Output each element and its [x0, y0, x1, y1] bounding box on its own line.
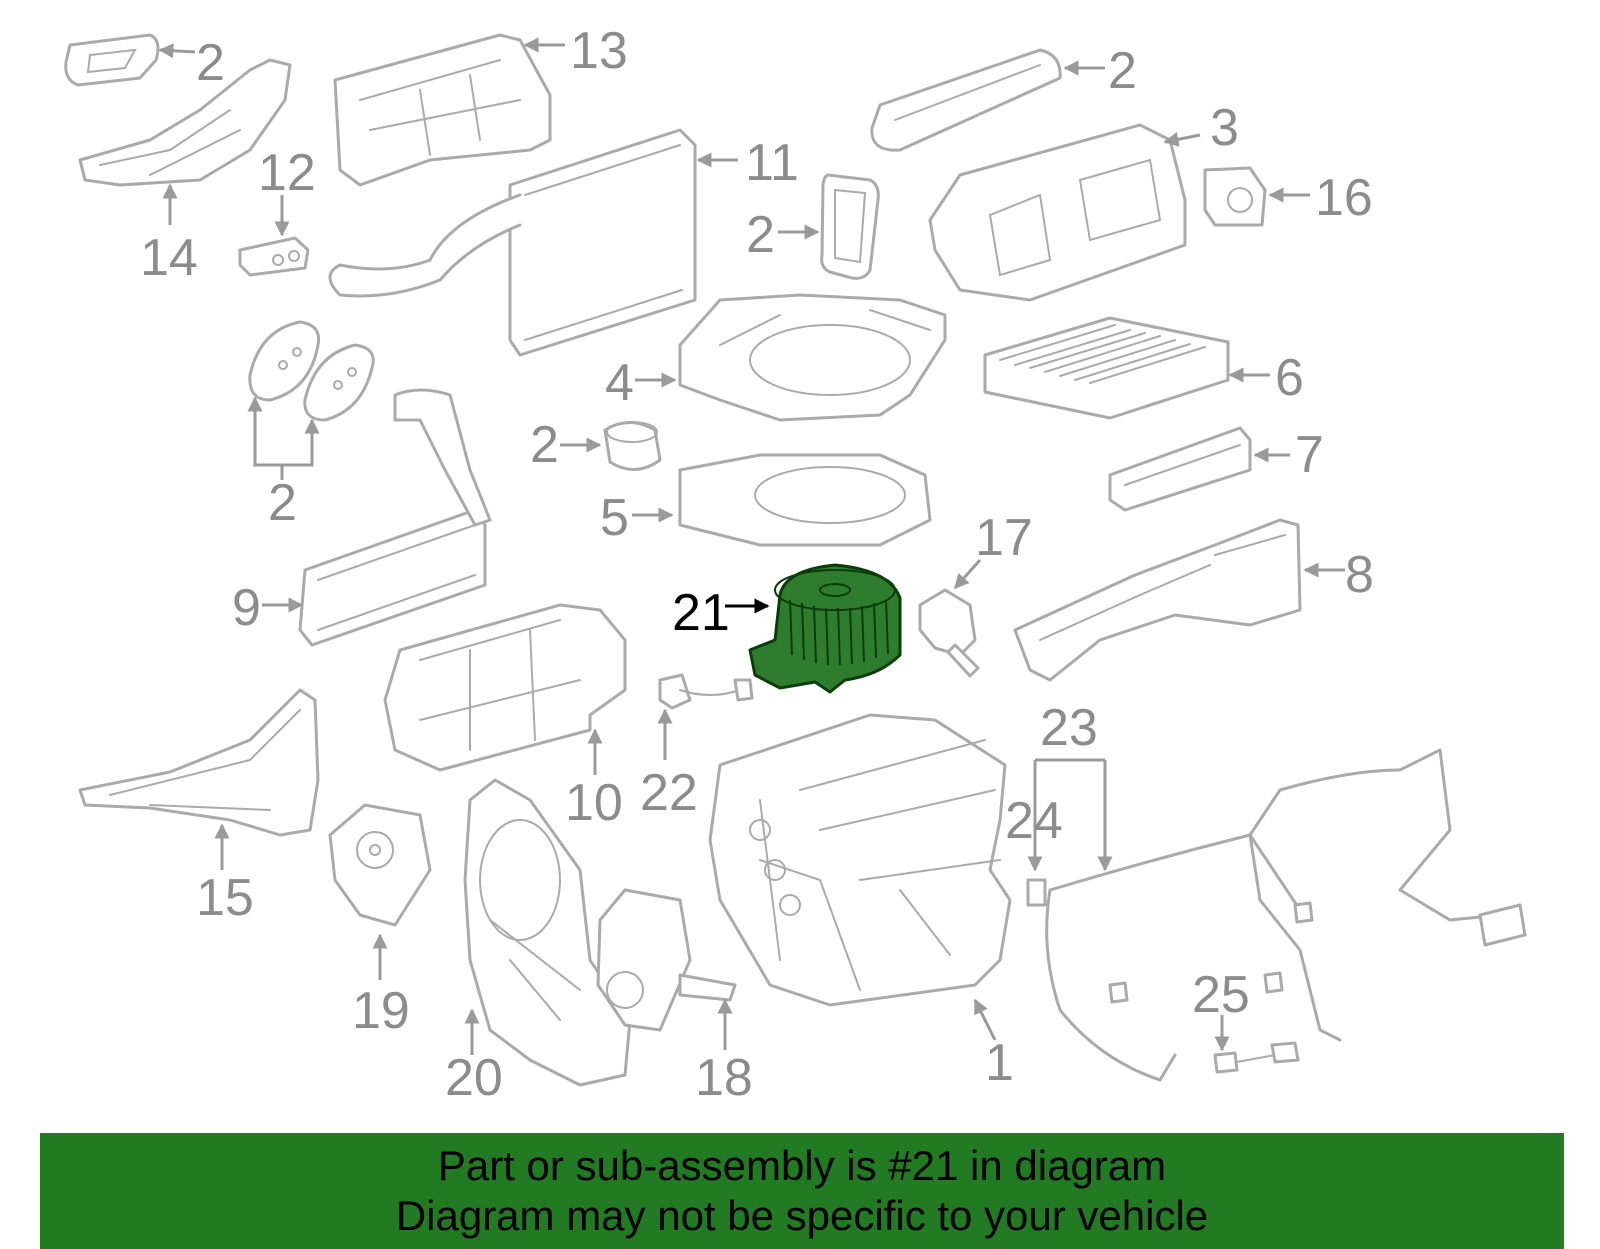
- part-cylinder-2: [603, 421, 662, 471]
- callout-5: 5: [600, 489, 629, 547]
- callout-8: 8: [1345, 546, 1374, 604]
- callout-24: 24: [1005, 792, 1063, 850]
- part-actuator-18: [596, 888, 737, 1032]
- part-module-20: [463, 778, 632, 1087]
- part-heater-core-9: [298, 388, 492, 647]
- part-duct-15: [78, 688, 320, 837]
- leader-17: [953, 559, 982, 590]
- callout-25: 25: [1192, 966, 1250, 1024]
- leader-3: [1163, 131, 1201, 147]
- callout-19: 19: [352, 982, 410, 1040]
- callout-6: 6: [1275, 349, 1304, 407]
- callout-23: 23: [1040, 699, 1098, 757]
- part-duct-14: [78, 58, 292, 187]
- part-actuator-19: [328, 803, 432, 927]
- banner-line-part: Part or sub-assembly is #21 in diagram: [437, 1142, 1167, 1189]
- leader-1: [973, 998, 997, 1041]
- callout-14: 14: [140, 229, 198, 287]
- part-blower-motor-21[interactable]: [748, 563, 902, 694]
- part-case-13: [333, 33, 552, 187]
- part-seal-top-right: [870, 48, 1062, 152]
- callout-12: 12: [258, 144, 316, 202]
- callout-18: 18: [695, 1049, 753, 1107]
- callout-9: 9: [232, 579, 261, 637]
- part-sensor-24: [1026, 878, 1047, 907]
- part-blower-housing-4: [678, 293, 947, 422]
- callout-2-b: 2: [1108, 42, 1137, 100]
- callout-1: 1: [985, 1034, 1014, 1092]
- callout-15: 15: [196, 869, 254, 927]
- part-hvac-case-1: [708, 713, 1012, 1007]
- info-banner: Part or sub-assembly is #21 in diagram D…: [40, 1133, 1564, 1249]
- callout-2-a: 2: [196, 34, 225, 92]
- callout-10: 10: [565, 774, 623, 832]
- part-lower-housing-5: [678, 453, 932, 547]
- leader-2a: [158, 43, 196, 59]
- part-connector-22: [658, 673, 754, 710]
- callout-2-e: 2: [530, 416, 559, 474]
- callout-4: 4: [605, 354, 634, 412]
- part-seal-top-left: [64, 33, 160, 87]
- callout-2-c: 2: [746, 206, 775, 264]
- callout-22: 22: [640, 764, 698, 822]
- leader-2d: [253, 405, 314, 480]
- callout-20: 20: [445, 1049, 503, 1107]
- part-bracket-7: [1108, 426, 1252, 512]
- callout-7: 7: [1295, 426, 1324, 484]
- part-duct-8: [1013, 518, 1302, 682]
- part-pads-left: [248, 320, 375, 422]
- part-housing-3: [928, 123, 1187, 302]
- callout-3: 3: [1210, 99, 1239, 157]
- part-filter-6: [983, 316, 1230, 420]
- callout-11: 11: [745, 134, 799, 192]
- part-actuator-17: [918, 588, 980, 678]
- callout-16: 16: [1315, 169, 1373, 227]
- callout-21[interactable]: 21: [672, 584, 730, 642]
- banner-line-disclaimer: Diagram may not be specific to your vehi…: [395, 1192, 1209, 1239]
- part-frame-10: [383, 603, 627, 772]
- part-actuator-16: [1203, 166, 1267, 227]
- callout-13: 13: [570, 22, 628, 80]
- callout-2-d: 2: [268, 474, 297, 532]
- part-sensor-25: [1213, 1041, 1300, 1074]
- callout-17: 17: [975, 509, 1033, 567]
- part-evaporator-11: [328, 128, 697, 357]
- part-wiring-harness-23: [1045, 748, 1527, 1082]
- part-sensor-12: [238, 236, 310, 277]
- part-gasket-mid: [820, 173, 880, 280]
